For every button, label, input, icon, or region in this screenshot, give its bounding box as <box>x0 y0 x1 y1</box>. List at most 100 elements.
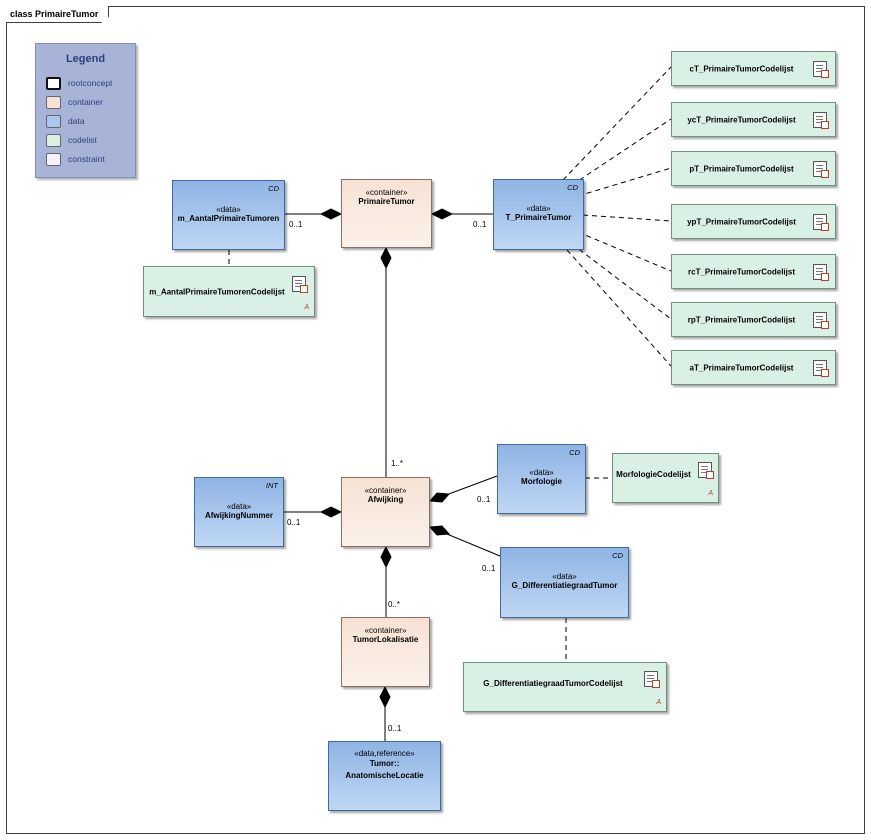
codelist-dependencies <box>228 66 672 662</box>
node-afwijking-nummer[interactable]: INT «data» AfwijkingNummer <box>194 477 284 547</box>
type-tag: CD <box>567 183 578 192</box>
legend-item-rootconcept: rootconcept <box>46 77 134 91</box>
node-g-differentiatiegraad-codelijst[interactable]: G_DifferentiatiegraadTumorCodelijst A <box>463 662 667 712</box>
dep-rpt <box>571 243 672 320</box>
codelist-icon <box>292 276 308 293</box>
stereotype-label: «data» <box>226 502 252 511</box>
dep-rct <box>577 231 672 272</box>
stereotype-label: «data» <box>216 205 241 214</box>
diamond-t-primaire <box>430 208 454 220</box>
class-name: Tumor:: AnatomischeLocatie <box>345 759 424 780</box>
codelist-icon <box>813 360 829 377</box>
legend-label: constraint <box>68 154 105 164</box>
node-rpt-codelijst[interactable]: rpT_PrimaireTumorCodelijst <box>671 302 836 337</box>
codelist-icon <box>813 312 829 329</box>
stereotype-label: «data» <box>552 572 577 581</box>
multiplicity-afwijking: 1..* <box>391 459 404 468</box>
node-g-differentiatiegraad-tumor[interactable]: CD «data» G_DifferentiatiegraadTumor <box>500 547 629 618</box>
node-m-aantal-primaire-tumoren[interactable]: CD «data» m_AantalPrimaireTumoren <box>172 180 285 250</box>
node-primaire-tumor[interactable]: «container» PrimaireTumor <box>341 179 432 248</box>
multiplicity-t-primaire: 0..1 <box>473 220 487 229</box>
dep-ypt <box>582 214 672 222</box>
node-anatomische-locatie[interactable]: «data,reference» Tumor:: AnatomischeLoca… <box>328 741 441 811</box>
codelist-icon <box>813 112 829 129</box>
codelist-icon <box>813 61 829 78</box>
diagram-title: class PrimaireTumor <box>6 6 110 23</box>
multiplicity-m-aantal: 0..1 <box>289 220 303 229</box>
class-name: MorfologieCodelijst <box>616 470 691 479</box>
node-morfologie[interactable]: CD «data» Morfologie <box>497 444 586 514</box>
node-t-primaire-tumor[interactable]: CD «data» T_PrimaireTumor <box>493 179 584 250</box>
node-morfologie-codelijst[interactable]: MorfologieCodelijst A <box>612 453 719 503</box>
stereotype-label: «data» <box>529 468 554 477</box>
abstract-marker: A <box>708 490 713 497</box>
node-tumor-lokalisatie[interactable]: «container» TumorLokalisatie <box>341 617 430 687</box>
codelist-icon <box>813 264 829 281</box>
legend-title: Legend <box>65 53 106 65</box>
legend-label: container <box>68 97 103 107</box>
diagram-frame <box>6 6 865 834</box>
stereotype-label: «container» <box>364 626 407 635</box>
codelist-icon <box>698 462 714 479</box>
class-name: ypT_PrimaireTumorCodelijst <box>687 217 796 226</box>
node-at-codelijst[interactable]: aT_PrimaireTumorCodelijst <box>671 350 836 385</box>
legend-label: rootconcept <box>68 78 113 88</box>
diamond-m-aantal <box>319 208 343 220</box>
class-name: cT_PrimaireTumorCodelijst <box>689 64 794 73</box>
class-name: T_PrimaireTumor <box>505 213 572 222</box>
diamond-anat-lok <box>379 685 391 709</box>
legend-swatch <box>46 134 61 147</box>
class-name: G_DifferentiatiegraadTumor <box>511 581 618 590</box>
diamond-afwijking-nummer <box>319 506 343 518</box>
legend-item-container: container <box>46 96 134 110</box>
class-name: rcT_PrimaireTumorCodelijst <box>688 267 795 276</box>
multiplicity-anat-lok: 0..1 <box>388 724 402 733</box>
type-tag: CD <box>612 551 623 560</box>
node-rct-codelijst[interactable]: rcT_PrimaireTumorCodelijst <box>671 254 836 289</box>
legend-label: data <box>68 116 85 126</box>
class-name: aT_PrimaireTumorCodelijst <box>689 363 794 372</box>
class-name: Morfologie <box>521 477 562 486</box>
node-yct-codelijst[interactable]: ycT_PrimaireTumorCodelijst <box>671 102 836 137</box>
class-name: AfwijkingNummer <box>204 511 273 520</box>
dep-ct <box>562 66 672 181</box>
class-name: m_AantalPrimaireTumorenCodelijst <box>149 287 285 296</box>
legend-swatch <box>46 115 61 128</box>
legend-item-data: data <box>46 115 134 129</box>
dep-pt <box>577 167 672 197</box>
legend-item-constraint: constraint <box>46 153 134 167</box>
class-name: ycT_PrimaireTumorCodelijst <box>687 115 796 124</box>
stereotype-label: «container» <box>364 486 407 495</box>
multiplicity-afwijking-nummer: 0..1 <box>287 518 301 527</box>
dep-at <box>566 249 672 367</box>
class-name: rpT_PrimaireTumorCodelijst <box>687 315 796 324</box>
stereotype-label: «data,reference» <box>354 749 415 758</box>
type-tag: CD <box>268 184 279 193</box>
type-tag: CD <box>569 448 580 457</box>
multiplicity-morfologie: 0..1 <box>477 495 491 504</box>
diamond-g-diff <box>428 525 451 536</box>
node-afwijking[interactable]: «container» Afwijking <box>341 477 430 547</box>
diamond-morfologie <box>428 492 451 503</box>
multiplicity-g-diff: 0..1 <box>482 564 496 573</box>
codelist-icon <box>813 214 829 231</box>
class-name: m_AantalPrimaireTumoren <box>177 214 280 223</box>
codelist-icon <box>644 671 660 688</box>
node-ct-codelijst[interactable]: cT_PrimaireTumorCodelijst <box>671 51 836 86</box>
type-tag: INT <box>265 481 278 490</box>
class-name: Afwijking <box>367 495 404 504</box>
abstract-marker: A <box>656 699 661 706</box>
legend-swatch <box>46 96 61 109</box>
node-ypt-codelijst[interactable]: ypT_PrimaireTumorCodelijst <box>671 204 836 239</box>
codelist-icon <box>813 161 829 178</box>
node-m-aantal-codelijst[interactable]: m_AantalPrimaireTumorenCodelijst A <box>143 266 315 317</box>
multiplicity-tumor-lok: 0..* <box>388 600 401 609</box>
node-pt-codelijst[interactable]: pT_PrimaireTumorCodelijst <box>671 151 836 186</box>
diamond-tumor-lok <box>380 545 392 569</box>
abstract-marker: A <box>304 304 309 311</box>
composition-diamonds <box>319 208 454 709</box>
dep-yct <box>571 118 672 186</box>
legend-swatch <box>46 153 61 166</box>
class-name: TumorLokalisatie <box>352 635 419 644</box>
